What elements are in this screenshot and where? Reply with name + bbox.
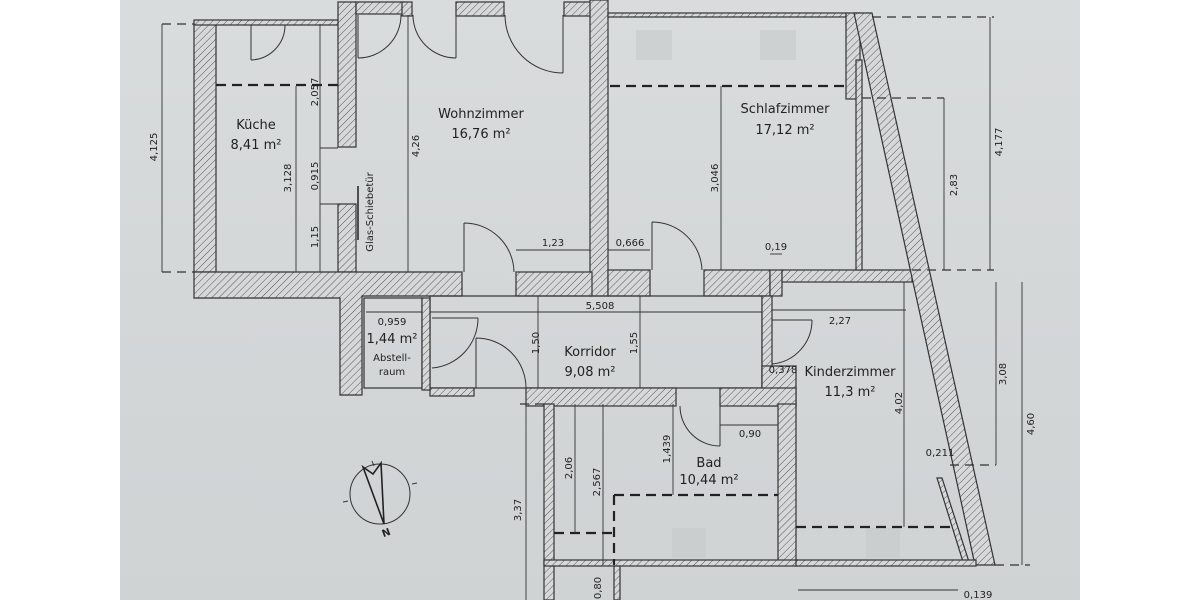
faint-fixtures	[636, 30, 900, 558]
kinderzimmer-name: Kinderzimmer	[804, 365, 896, 380]
walls	[193, 0, 996, 600]
schlaf-right-wall	[855, 59, 863, 271]
north-arrow-icon: N	[342, 460, 418, 540]
dim-korridor-gap: 0,378	[769, 365, 798, 376]
bad-left-wall	[543, 403, 555, 600]
wohn-top-window-1	[355, 1, 405, 15]
korridor-bottom-wall-right	[719, 387, 797, 407]
dim-bad-door-offset: 1,439	[662, 435, 673, 464]
dim-schlaf-wall: 0,19	[765, 242, 787, 253]
kueche-wohn-wall-lower	[337, 203, 357, 273]
dim-korridor-h1: 1,50	[531, 332, 542, 354]
wohn-window-door-right	[412, 14, 457, 59]
dimension-labels: 4,125 2,057 3,128 0,915 1,15 4,26 1,23 0…	[149, 78, 1037, 600]
dim-kinder-bottom: 0,139	[964, 590, 993, 600]
korridor-bottom-wall	[525, 387, 677, 407]
kueche-top-wall	[193, 19, 341, 26]
wohnzimmer-area: 16,76 m²	[451, 127, 510, 142]
abstell-korridor-wall	[421, 297, 431, 391]
kueche-name: Küche	[236, 118, 276, 133]
slanted-outer-wall	[853, 12, 996, 566]
dim-schlaf-door: 0,666	[616, 238, 645, 249]
dim-kinder-h2: 4,60	[1026, 413, 1037, 435]
doors	[250, 14, 813, 447]
dim-kueche-low: 1,15	[310, 226, 321, 248]
kueche-door	[250, 24, 286, 61]
wohn-window-door-left	[357, 14, 402, 59]
kinder-door	[771, 319, 813, 365]
dim-kueche-top: 2,057	[310, 78, 321, 107]
korridor-bottom-wall-left	[429, 387, 475, 397]
glass-door-label: Glas-Schiebetür	[365, 171, 376, 251]
schlafzimmer-area: 17,12 m²	[755, 123, 814, 138]
abstellraum-area: 1,44 m²	[367, 332, 418, 347]
wohn-top-mullion	[401, 1, 413, 17]
kinderzimmer-area: 11,3 m²	[825, 385, 876, 400]
kueche-area: 8,41 m²	[231, 138, 282, 153]
entry-door	[475, 337, 527, 389]
dim-bad-left1: 2,06	[564, 457, 575, 479]
kueche-wohn-wall-upper	[337, 1, 357, 148]
dim-schlaf-depth: 3,046	[710, 164, 721, 193]
dim-bad-bottom: 0,80	[593, 577, 604, 599]
kinder-bottom-wall	[795, 559, 977, 567]
dim-korridor-h2: 1,55	[629, 332, 640, 354]
room-labels: Küche 8,41 m² Wohnzimmer 16,76 m² Schlaf…	[231, 102, 897, 488]
dim-kinder-depth: 4,02	[894, 392, 905, 414]
schlaf-bottom-pillar	[769, 269, 783, 297]
kinder-top-wall	[781, 269, 913, 283]
bad-bottom-wall	[543, 559, 799, 567]
wohn-schlaf-wall	[589, 0, 609, 297]
dim-kinder-width: 2,27	[829, 316, 851, 327]
bottom-left-wall	[193, 271, 463, 396]
abstell-door	[431, 317, 479, 369]
korridor-area: 9,08 m²	[565, 365, 616, 380]
dim-schlaf-inner: 2,83	[949, 174, 960, 196]
wohnzimmer-name: Wohnzimmer	[438, 107, 524, 122]
schlaf-top-wall	[607, 12, 847, 18]
schlaf-door	[651, 221, 703, 271]
schlafzimmer-name: Schlafzimmer	[741, 102, 831, 117]
dim-korridor-length: 5,508	[586, 301, 615, 312]
dim-bad-left2: 2,567	[592, 468, 603, 497]
dim-bad-door-width: 0,90	[739, 429, 761, 440]
wohn-balcony-door	[504, 14, 564, 74]
dim-kinder-window: 0,211	[926, 448, 955, 459]
dim-kueche-mid: 0,915	[310, 162, 321, 191]
kueche-left-wall	[193, 21, 217, 273]
bad-name: Bad	[696, 456, 721, 471]
wohn-door	[463, 222, 515, 273]
bad-lower-partition	[613, 565, 621, 600]
abstellraum-name-1: Abstell-	[373, 353, 411, 364]
dim-kinder-h1: 3,08	[998, 363, 1009, 385]
dim-abstell-width: 0,959	[378, 317, 407, 328]
dim-bad-outer: 3,37	[513, 499, 524, 521]
schlaf-bottom-wall-left	[607, 269, 651, 297]
bad-door	[679, 405, 721, 447]
wohn-top-wall-right	[563, 1, 593, 17]
bad-right-wall	[777, 403, 797, 565]
dim-kueche-outer: 4,125	[149, 133, 160, 162]
dim-wohn-door: 1,23	[542, 238, 564, 249]
north-label: N	[381, 527, 393, 540]
wohn-top-wall-mid	[455, 1, 505, 17]
korridor-name: Korridor	[564, 345, 616, 360]
schlaf-bottom-wall-mid	[703, 269, 771, 297]
bad-area: 10,44 m²	[679, 473, 738, 488]
dim-wohn-height: 4,26	[411, 135, 422, 157]
dashed-lines	[162, 16, 1030, 566]
abstellraum-name-2: raum	[379, 367, 405, 378]
dim-kueche-depth: 3,128	[283, 164, 294, 193]
dim-schlaf-outer: 4,177	[994, 128, 1005, 157]
dimension-lines	[161, 15, 1023, 600]
wohn-bottom-wall-right	[515, 271, 593, 297]
